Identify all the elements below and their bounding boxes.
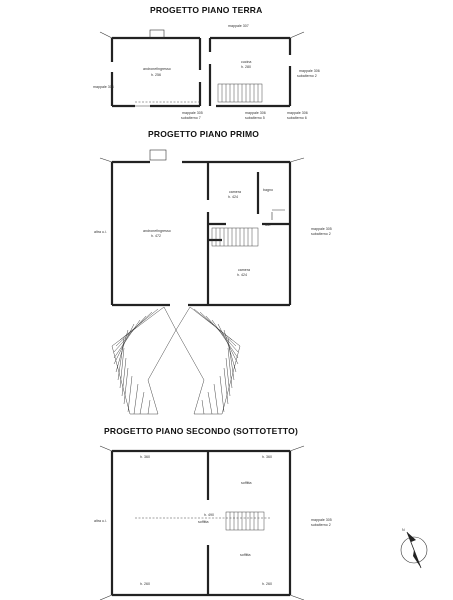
second-wall-ends (99, 445, 305, 600)
ground-stair (217, 83, 263, 103)
label-ingresso: andronefingresso (143, 67, 171, 71)
ground-wall-ends (99, 31, 305, 107)
label-h360-b: h. 360 (262, 455, 272, 459)
compass-north-label: N (402, 528, 405, 532)
label-bagno: bagno (263, 188, 273, 192)
label-dis: dis. (265, 223, 271, 227)
label-ingresso-height: h. 256 (151, 73, 161, 77)
label-subalterno-2-a: subalterno 2 (297, 74, 317, 78)
first-outer-walls (110, 160, 292, 307)
label-cucina: cucina (241, 60, 251, 64)
ground-inner-walls (198, 38, 212, 106)
label-soffitta-3: soffitta (240, 553, 251, 557)
label-mappale-305: mappale 305 (182, 111, 203, 115)
label-soffitta-2: soffitta (198, 520, 209, 524)
label-mappale-306-a: mappale 306 (299, 69, 320, 73)
label-subalterno-7: subalterno 7 (181, 116, 201, 120)
label-mappale-304: mappale 304 (93, 85, 114, 89)
second-floor-title: PROGETTO PIANO SECONDO (SOTTOTETTO) (104, 426, 298, 436)
second-outer-walls (110, 449, 292, 597)
second-stair (225, 511, 265, 531)
label-mappale-307: mappale 307 (228, 24, 249, 28)
ground-floor-title: PROGETTO PIANO TERRA (150, 5, 262, 15)
first-floor-title: PROGETTO PIANO PRIMO (148, 129, 259, 139)
label-ingresso-first-height: h. 472 (151, 234, 161, 238)
label-altra-ui-first: altra u.i. (94, 230, 107, 234)
label-camera-1: camera (229, 190, 241, 194)
label-camera-1-height: h. 424 (228, 195, 238, 199)
label-h260-a: h. 260 (140, 582, 150, 586)
label-cucina-height: h. 280 (241, 65, 251, 69)
label-soffitta-1: soffitta (241, 481, 252, 485)
label-h490: h. 490 (204, 513, 214, 517)
label-camera-2: camera (238, 268, 250, 272)
label-h260-b: h. 260 (262, 582, 272, 586)
label-ingresso-first: andronefingresso (143, 229, 171, 233)
label-subalterno-2-first: subalterno 2 (311, 232, 331, 236)
first-inner-cross-walls (208, 222, 290, 242)
ground-entrance-step (149, 29, 165, 39)
north-arrow-icon: N (400, 528, 428, 569)
label-subalterno-2-second: subalterno 2 (311, 523, 331, 527)
second-floor-plan: PROGETTO PIANO SECONDO (SOTTOTETTO) h. 3… (94, 426, 332, 600)
label-mappale-305-first: mappale 305 (311, 227, 332, 231)
label-h360-a: h. 360 (140, 455, 150, 459)
ground-floor-plan: PROGETTO PIANO TERRA mappale 307 androne… (93, 5, 320, 120)
label-mappale-305-second: mappale 305 (311, 518, 332, 522)
label-altra-ui-second: altra u.i. (94, 519, 107, 523)
first-wall-details (99, 157, 305, 220)
label-camera-2-height: h. 424 (237, 273, 247, 277)
first-balcony (149, 149, 167, 161)
label-subalterno-6: subalterno 6 (287, 116, 307, 120)
label-mappale-306-b: mappale 306 (245, 111, 266, 115)
first-stair (211, 227, 259, 247)
label-subalterno-5: subalterno 5 (245, 116, 265, 120)
label-mappale-306-c: mappale 306 (287, 111, 308, 115)
first-floor-plan: PROGETTO PIANO PRIMO camera h. 424 bagno… (94, 129, 332, 307)
external-staircase (111, 306, 241, 415)
